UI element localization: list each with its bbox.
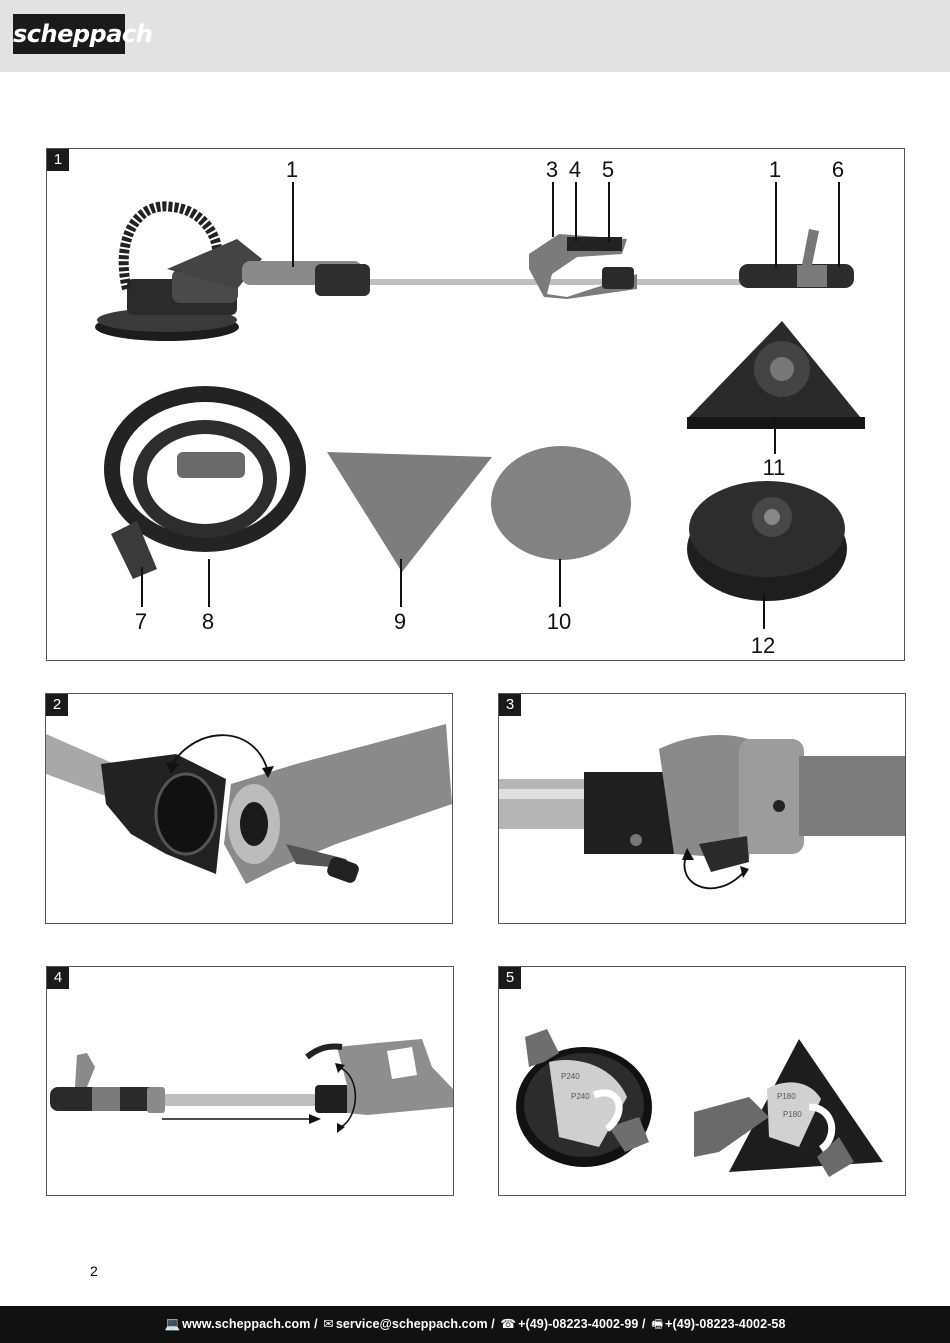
leader-line: [775, 182, 777, 267]
sandpaper-grit-label: P180: [783, 1110, 802, 1119]
leader-line: [400, 559, 402, 607]
callout-6: 6: [831, 157, 845, 182]
page-header: scheppach: [0, 0, 950, 72]
sandpaper-grit-label: P180: [777, 1092, 796, 1101]
callout-5: 5: [601, 157, 615, 182]
extension-tube-photo: [50, 1039, 453, 1133]
leader-line: [141, 567, 143, 607]
figure-number: 2: [46, 694, 68, 716]
footer-email: service@scheppach.com /: [335, 1317, 495, 1331]
callout-9: 9: [393, 609, 407, 634]
brand-logo: scheppach: [13, 14, 153, 54]
page-footer: 💻www.scheppach.com / ✉service@scheppach.…: [0, 1306, 950, 1343]
figure-1: 1: [46, 148, 905, 661]
callout-4: 4: [568, 157, 582, 182]
computer-icon: 💻: [164, 1317, 181, 1331]
figure-number: 5: [499, 967, 521, 989]
phone-icon: ☎: [500, 1317, 517, 1331]
mail-icon: ✉: [323, 1317, 334, 1331]
figure-number: 1: [47, 149, 69, 171]
page-number: 2: [90, 1263, 98, 1279]
tube-coupling-photo: [46, 724, 452, 884]
leader-line: [763, 594, 765, 629]
sandpaper-grit-label: P240: [571, 1092, 590, 1101]
footer-fax: +(49)-08223-4002-58: [665, 1317, 786, 1331]
callout-1b: 1: [768, 157, 782, 182]
figure-3: 3: [498, 693, 906, 924]
leader-line: [838, 182, 840, 267]
fax-icon: 🖷: [651, 1317, 664, 1331]
leader-line: [774, 419, 776, 454]
figure-2: 2: [45, 693, 453, 924]
figure-number: 3: [499, 694, 521, 716]
callout-12: 12: [750, 633, 776, 658]
callout-3: 3: [545, 157, 559, 182]
tube-lock-photo: [499, 734, 905, 890]
leader-line: [608, 182, 610, 242]
sander-parts-illustration: [95, 201, 865, 601]
footer-phone: +(49)-08223-4002-99 /: [518, 1317, 646, 1331]
sandpaper-grit-label: P240: [561, 1072, 580, 1081]
callout-1: 1: [285, 157, 299, 182]
callout-11: 11: [762, 455, 786, 480]
leader-line: [208, 559, 210, 607]
figure-4: 4: [46, 966, 454, 1196]
figure-number: 4: [47, 967, 69, 989]
leader-line: [292, 182, 294, 267]
callout-10: 10: [546, 609, 572, 634]
footer-web: www.scheppach.com /: [182, 1317, 318, 1331]
leader-line: [552, 182, 554, 237]
callout-8: 8: [201, 609, 215, 634]
leader-line: [559, 559, 561, 607]
leader-line: [575, 182, 577, 242]
callout-7: 7: [134, 609, 148, 634]
